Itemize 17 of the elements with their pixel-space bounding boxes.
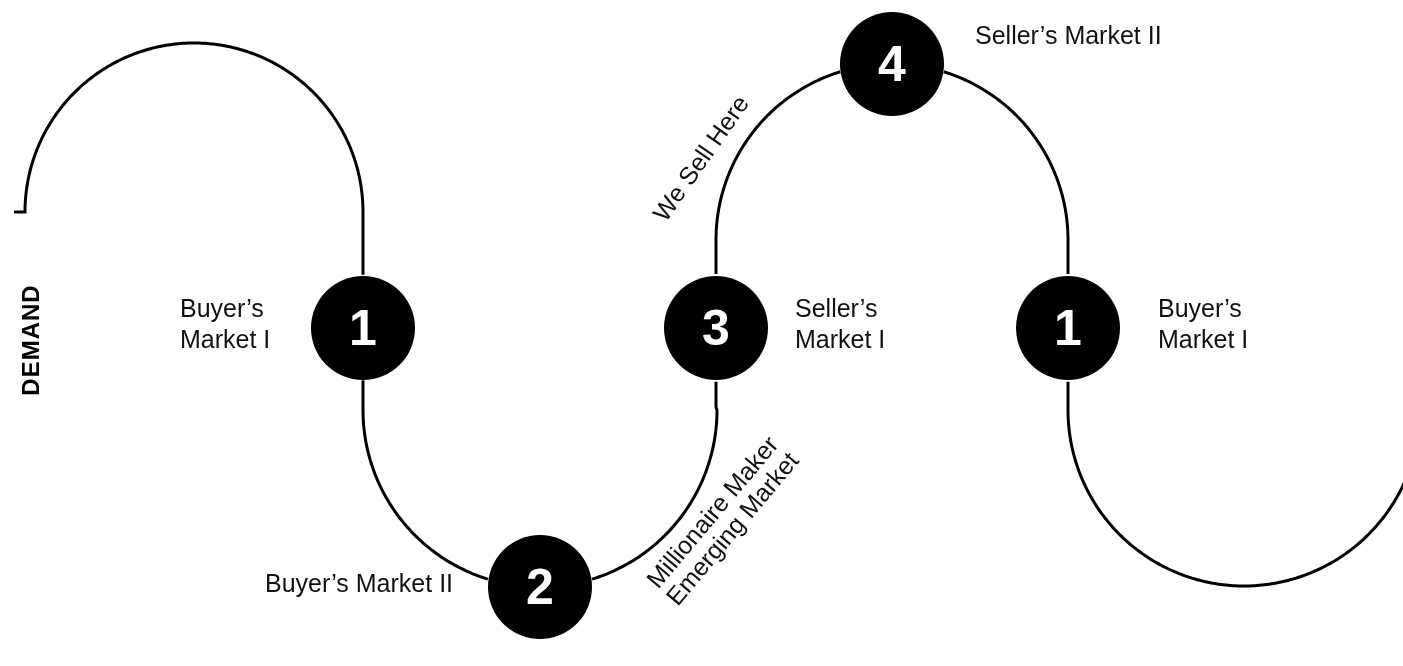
curve-line	[591, 381, 719, 581]
curve-line	[361, 380, 489, 581]
numbered-circle: 2	[488, 535, 592, 639]
axis-label: DEMAND	[16, 284, 45, 396]
curve-line	[714, 70, 841, 274]
numbered-circle: 3	[664, 276, 768, 380]
numbered-circle: 1	[311, 276, 415, 380]
market-label: Seller’s Market II	[975, 20, 1163, 51]
numbered-circle: 1	[1016, 276, 1120, 380]
curve-line	[1066, 381, 1403, 588]
market-label: Buyer’s Market I	[180, 293, 272, 355]
curve-line	[14, 41, 365, 275]
market-label: Seller’s Market I	[795, 293, 887, 355]
curve-line	[943, 70, 1070, 274]
market-label: Buyer’s Market II	[265, 568, 455, 599]
market-label: Buyer’s Market I	[1158, 293, 1250, 355]
numbered-circle: 4	[840, 12, 944, 116]
